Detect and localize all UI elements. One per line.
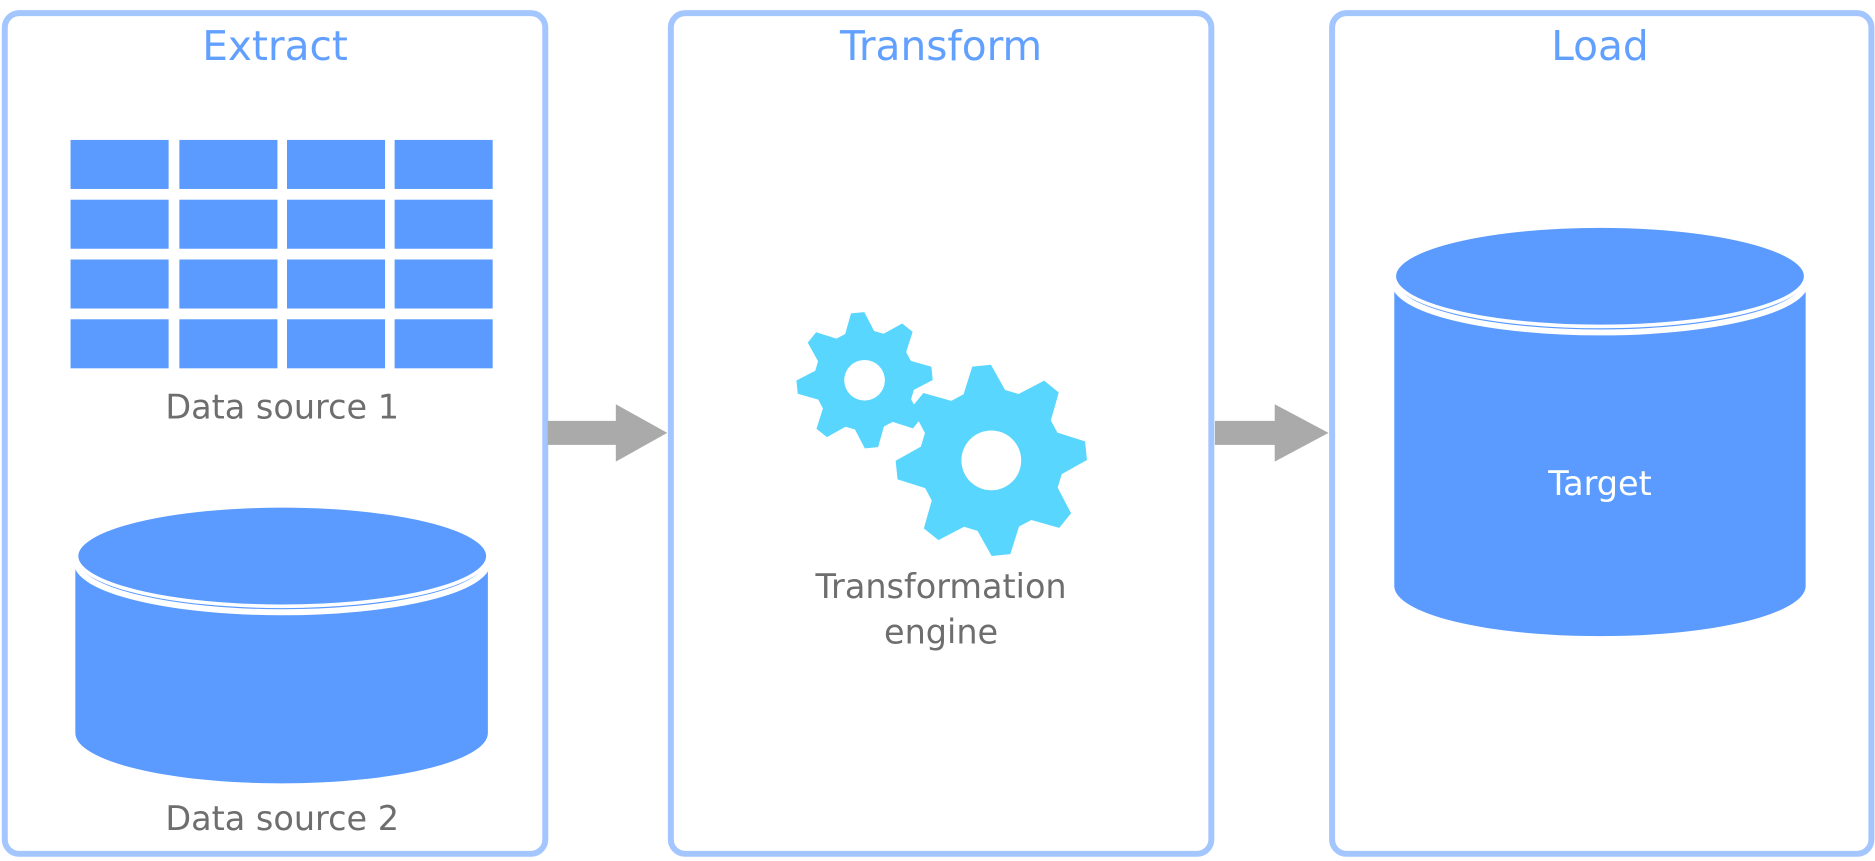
stage-transform: Transform Transformation engine <box>667 10 1215 857</box>
grid-cell <box>70 199 169 249</box>
arrow-right-icon <box>547 404 668 462</box>
stage-title: Load <box>1551 22 1649 70</box>
grid-cell <box>394 319 493 369</box>
stage-extract: Extract Data source 1 Data source 2 <box>1 10 549 857</box>
item-label-line2: engine <box>884 612 998 651</box>
grid-cell <box>179 259 278 309</box>
database-cylinder-icon <box>73 504 491 784</box>
arrow-right-icon <box>1214 404 1329 462</box>
grid-cell <box>286 139 386 189</box>
table-grid-icon <box>70 139 493 369</box>
grid-cell <box>179 319 278 369</box>
grid-cell <box>394 199 493 249</box>
grid-cell <box>394 259 493 309</box>
grid-cell <box>70 139 169 189</box>
grid-cell <box>286 199 386 249</box>
item-label-line1: Transformation <box>815 567 1067 606</box>
item-label: Target <box>1547 464 1652 503</box>
database-cylinder-icon <box>1391 224 1809 637</box>
grid-cell <box>179 199 278 249</box>
grid-cell <box>70 259 169 309</box>
grid-cell <box>394 139 493 189</box>
grid-cell <box>286 259 386 309</box>
item-label: Data source 2 <box>165 799 399 838</box>
stage-load: Load Target <box>1329 10 1875 857</box>
gears-icon <box>796 312 1087 557</box>
stage-title: Transform <box>839 22 1042 70</box>
grid-cell <box>70 319 169 369</box>
item-label: Data source 1 <box>165 388 399 427</box>
large-gear-icon <box>895 364 1087 557</box>
grid-cell <box>179 139 278 189</box>
grid-cell <box>286 319 386 369</box>
stage-title: Extract <box>202 22 348 70</box>
small-gear-icon <box>796 312 933 449</box>
